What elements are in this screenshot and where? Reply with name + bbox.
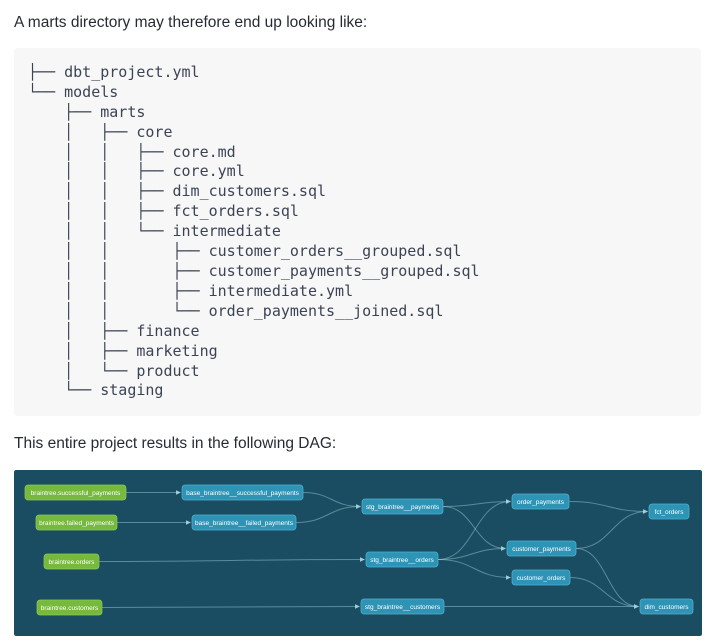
dag-node-stg_braintree__customers: stg_braintree__customers — [360, 598, 445, 615]
dag-node-box — [511, 493, 570, 510]
dag-node-label: stg_braintree__customers — [365, 604, 441, 611]
dag-edge-braintree.orders-to-stg_braintree__orders — [98, 557, 365, 563]
dag-node-box — [24, 484, 127, 501]
dag-node-base_braintree__failed_payments: base_braintree__failed_payments — [191, 514, 297, 531]
dag-node-box — [511, 569, 571, 586]
dag-image: braintree.successful_payments braintree.f… — [14, 470, 702, 637]
dag-edge-stg_braintree__payments-to-customer_payments — [442, 506, 506, 551]
dag-node-braintree.failed_payments: braintree.failed_payments — [35, 514, 118, 531]
intro-text: A marts directory may therefore end up l… — [14, 14, 368, 31]
dag-node-box — [648, 503, 690, 520]
dag-node-label: braintree.customers — [41, 605, 99, 612]
dag-node-customer_payments: customer_payments — [506, 540, 577, 557]
dag-node-label: dim_customers — [644, 604, 689, 611]
dag-node-box — [181, 484, 304, 501]
dag-node-dim_customers: dim_customers — [639, 598, 694, 615]
dag-edge-stg_braintree__payments-to-order_payments — [442, 499, 511, 508]
dag-node-box — [639, 598, 694, 615]
dag-node-box — [361, 498, 444, 515]
dag-edge-base_braintree__failed_payments-to-stg_braintree__payments — [295, 504, 361, 524]
dag-node-label: fct_orders — [655, 509, 685, 516]
directory-tree-code-block: ├── dbt_project.yml └── models ├── marts… — [14, 47, 701, 417]
dag-edge-stg_braintree__orders-to-customer_payments — [437, 546, 506, 561]
dag-edge-order_payments-to-fct_orders — [568, 501, 648, 514]
dag-node-box — [506, 540, 577, 557]
dag-node-customer_orders: customer_orders — [511, 569, 571, 586]
dag-node-label: stg_braintree__orders — [370, 557, 434, 564]
dag-node-braintree.customers: braintree.customers — [36, 599, 103, 616]
dag-node-base_braintree__successful_payments: base_braintree__successful_payments — [181, 484, 304, 501]
dag-node-stg_braintree__payments: stg_braintree__payments — [361, 498, 444, 515]
dag-node-braintree.successful_payments: braintree.successful_payments — [24, 484, 127, 501]
dag-edge-customer_payments-to-dim_customers — [575, 548, 639, 609]
dag-edge-base_braintree__successful_payments-to-stg_braintree__payments — [302, 492, 361, 509]
dag-node-label: customer_payments — [512, 546, 571, 553]
dag-node-order_payments: order_payments — [511, 493, 570, 510]
dag-node-braintree.orders: braintree.orders — [43, 553, 100, 570]
dag-node-label: braintree.successful_payments — [31, 490, 121, 497]
dag-node-label: base_braintree__successful_payments — [186, 490, 299, 497]
dag-node-stg_braintree__orders: stg_braintree__orders — [365, 551, 439, 568]
dag-background — [14, 470, 702, 637]
dag-node-box — [36, 599, 103, 616]
dag-node-label: braintree.orders — [49, 559, 96, 566]
dag-node-label: order_payments — [517, 499, 565, 506]
dag-node-label: base_braintree__failed_payments — [195, 520, 294, 527]
dag-intro-text: This entire project results in the follo… — [14, 435, 337, 453]
dag-node-label: stg_braintree__payments — [366, 504, 440, 511]
dag-edge-customer_payments-to-fct_orders — [575, 509, 648, 550]
dag-node-box — [35, 514, 118, 531]
dag-node-box — [360, 598, 445, 615]
dag-svg: braintree.successful_payments braintree.f… — [14, 470, 702, 637]
directory-tree-text: ├── dbt_project.yml └── models ├── marts… — [28, 62, 480, 400]
dag-node-label: braintree.failed_payments — [39, 520, 115, 527]
dag-node-fct_orders: fct_orders — [648, 503, 690, 520]
dag-edge-customer_orders-to-dim_customers — [569, 577, 639, 609]
dag-node-box — [191, 514, 297, 531]
dag-node-box — [365, 551, 439, 568]
dag-edge-braintree.customers-to-stg_braintree__customers — [101, 604, 360, 609]
dag-node-label: customer_orders — [517, 575, 567, 582]
dag-node-box — [43, 553, 100, 570]
dag-edge-stg_braintree__orders-to-order_payments — [437, 499, 511, 561]
dag-edge-stg_braintree__orders-to-customer_orders — [437, 559, 511, 580]
